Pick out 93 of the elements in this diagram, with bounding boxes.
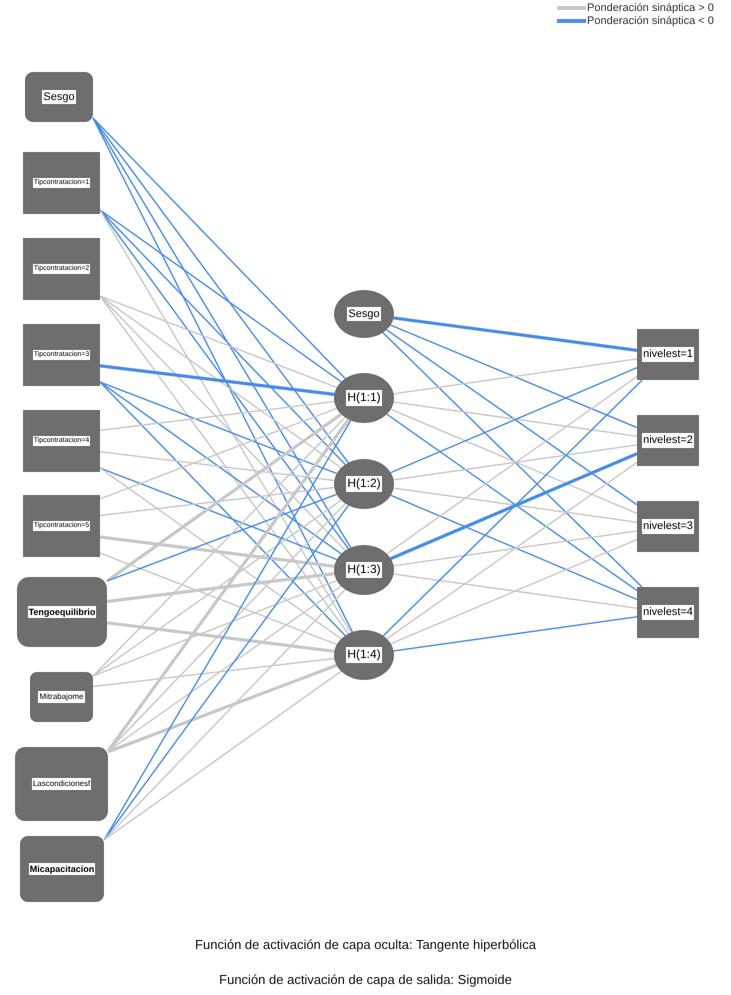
neuron-node [23, 152, 100, 214]
connection-line [92, 118, 346, 379]
neuron-node [334, 290, 394, 338]
connection-line [100, 400, 334, 431]
node-label: H(1:3) [346, 562, 382, 578]
neuron-node [23, 495, 100, 557]
connection-line [100, 209, 342, 382]
connection-line [394, 487, 638, 523]
caption-text: Función de activación de capa de salida: Sigmoide [219, 972, 512, 987]
connection-line [100, 382, 346, 636]
connection-line [92, 500, 342, 677]
connection-line [394, 358, 638, 394]
connection-line [100, 210, 346, 465]
connection-line [386, 376, 638, 554]
connection-line [100, 295, 342, 468]
neuron-node [334, 545, 394, 595]
connection-line [92, 580, 338, 677]
node-label: nivelest=2 [642, 433, 694, 448]
connection-line [104, 670, 342, 841]
legend-label: Ponderación sináptica < 0 [587, 14, 714, 26]
neuron-node [30, 672, 93, 722]
neuron-node [334, 630, 394, 680]
connection-line [99, 296, 349, 634]
connection-line [390, 324, 638, 428]
neuron-node [637, 501, 699, 552]
neuron-node [637, 587, 699, 638]
connection-line [100, 364, 334, 396]
connection-line [393, 316, 638, 352]
connection-line [100, 486, 334, 516]
neuron-node [23, 324, 100, 386]
connection-line [390, 452, 638, 560]
connection-line [382, 332, 642, 588]
connection-line [100, 467, 342, 640]
connection-line [394, 573, 638, 609]
node-label: Tengoequilibrio [28, 606, 96, 618]
neuron-node [17, 577, 107, 647]
connection-line [106, 418, 350, 752]
node-label: Lascondicionesf [32, 778, 92, 790]
connection-line [106, 572, 334, 604]
node-label: nivelest=3 [642, 519, 694, 534]
connection-line [92, 658, 334, 688]
neuron-node [637, 415, 699, 466]
connection-line [100, 552, 338, 646]
connection-line [390, 408, 638, 514]
connection-line [106, 621, 334, 653]
connection-line [100, 535, 334, 568]
connection-line [107, 664, 338, 754]
node-label: nivelest=1 [642, 347, 694, 362]
connection-line [390, 367, 638, 474]
connection-line [106, 412, 342, 582]
connection-line [103, 420, 352, 840]
connection-line [99, 210, 352, 633]
connection-line [100, 451, 334, 482]
node-label: H(1:1) [346, 390, 382, 406]
connection-line [104, 589, 346, 840]
neuron-node [334, 373, 394, 423]
connection-line [92, 118, 352, 548]
connection-line [100, 381, 338, 474]
neuron-node [637, 329, 699, 380]
node-label: H(1:4) [346, 647, 382, 663]
neuron-node [20, 836, 104, 902]
neuron-node [23, 238, 100, 300]
connection-line [100, 295, 338, 388]
connection-line [106, 494, 337, 582]
connection-line [394, 401, 638, 437]
connection-line [100, 408, 337, 500]
connection-line [394, 444, 638, 480]
neuron-node [25, 72, 93, 122]
caption-text: Función de activación de capa oculta: Tangente hiperbólica [195, 937, 536, 952]
neuron-node [23, 410, 100, 472]
connection-line [386, 414, 638, 592]
connection-line [103, 504, 349, 840]
connection-line [390, 494, 638, 600]
connection-line [92, 118, 354, 632]
connection-line [394, 616, 638, 652]
neuron-node [15, 747, 108, 821]
node-label: Mitrabajome [38, 691, 84, 703]
node-label: Sesgo [42, 90, 76, 104]
connection-line [92, 118, 349, 464]
connection-line [100, 381, 342, 554]
connection-line [100, 467, 338, 560]
neuron-node [334, 459, 394, 509]
connection-line [390, 538, 638, 644]
connection-line [386, 462, 638, 640]
legend-label: Ponderación sináptica > 0 [587, 2, 714, 14]
connection-line [394, 530, 638, 566]
node-label: Sesgo [347, 306, 381, 322]
node-label: Micapacitacion [28, 862, 96, 876]
connection-line [382, 380, 643, 636]
connection-line [386, 329, 638, 506]
connection-line [92, 416, 346, 676]
node-label: H(1:2) [346, 476, 382, 492]
node-label: nivelest=4 [642, 605, 694, 620]
